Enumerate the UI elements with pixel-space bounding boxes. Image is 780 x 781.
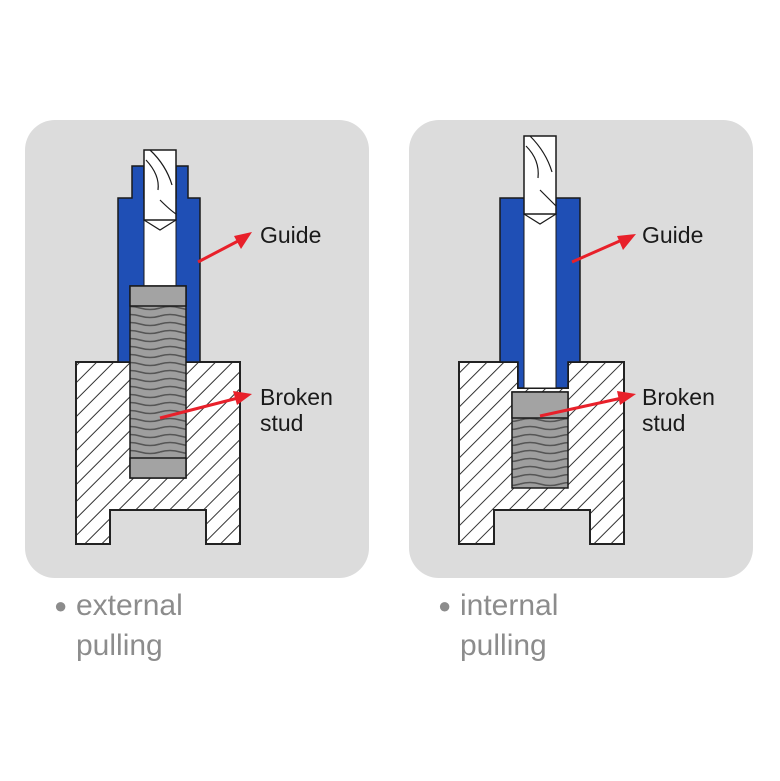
caption-line2: pulling <box>460 629 547 662</box>
drill-bit-icon <box>143 149 177 231</box>
broken-stud <box>129 285 187 479</box>
bullet-icon: ● <box>54 593 68 618</box>
internal-pulling-caption: ● internal pulling <box>438 586 559 666</box>
external-diagram <box>75 149 252 545</box>
broken-stud-label: Broken stud <box>260 384 333 436</box>
broken-stud-label-line2: stud <box>260 410 304 436</box>
guide-label: Guide <box>642 222 704 248</box>
broken-stud-label-line1: Broken <box>642 384 715 410</box>
arrow-icon <box>197 238 241 264</box>
broken-stud-label-line2: stud <box>642 410 686 436</box>
bullet-icon: ● <box>438 593 452 618</box>
external-pulling-caption: ● external pulling <box>54 586 183 666</box>
caption-line1: external <box>76 589 183 622</box>
broken-stud-label: Broken stud <box>642 384 715 436</box>
caption-line2: pulling <box>76 629 163 662</box>
internal-diagram <box>458 135 636 545</box>
guide-label: Guide <box>260 222 322 248</box>
arrow-icon <box>539 396 623 418</box>
caption-line1: internal <box>460 589 559 622</box>
arrow-icon <box>571 238 623 264</box>
drill-bit-icon <box>523 135 557 225</box>
arrow-icon <box>159 396 239 420</box>
guide-bore <box>523 197 557 389</box>
broken-stud-label-line1: Broken <box>260 384 333 410</box>
